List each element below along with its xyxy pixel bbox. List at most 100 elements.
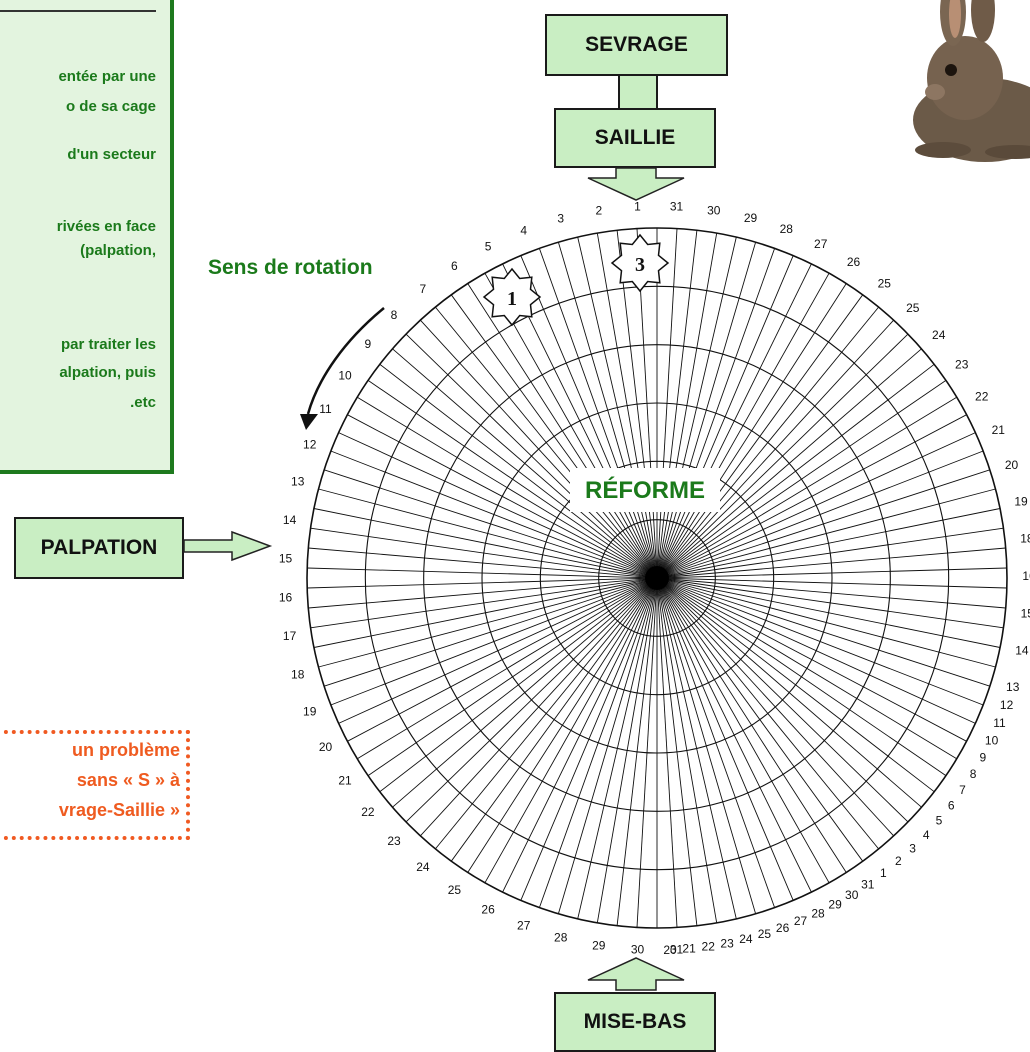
dial-spoke xyxy=(308,577,658,609)
dial-spoke xyxy=(656,319,895,579)
dial-number: 1 xyxy=(880,866,887,880)
dial-spoke xyxy=(656,577,718,923)
dial-spoke xyxy=(656,577,698,926)
dial-spoke xyxy=(310,527,658,579)
dial-spoke xyxy=(656,577,895,837)
instruction-line: entée par une xyxy=(58,68,156,85)
dial-number: 26 xyxy=(481,903,495,917)
dial-spoke xyxy=(502,577,658,893)
dial-spoke xyxy=(656,577,847,873)
rotation-arrow xyxy=(306,307,385,415)
dial-spoke xyxy=(656,294,864,579)
dial-number: 19 xyxy=(303,704,317,718)
warning-box: un problème sans « S » à vrage-Saillie » xyxy=(0,730,190,840)
dial-spoke xyxy=(656,577,967,742)
dial-number: 4 xyxy=(520,224,527,238)
dial-number: 17 xyxy=(283,629,297,643)
dial-number: 28 xyxy=(811,906,825,920)
dial-number: 24 xyxy=(932,328,946,342)
dial-spoke xyxy=(392,577,658,808)
dial-spoke xyxy=(405,577,658,823)
dial-number: 29 xyxy=(592,938,606,952)
dial-number: 11 xyxy=(993,716,1006,730)
dial-number: 9 xyxy=(365,337,372,351)
dial-number: 18 xyxy=(291,667,305,681)
dial-spoke xyxy=(656,577,909,823)
dial-spoke xyxy=(656,577,678,928)
instruction-line: (palpation, xyxy=(80,242,156,259)
dial-spoke xyxy=(656,577,935,793)
dial-number: 12 xyxy=(1000,698,1014,712)
dial-number: 1 xyxy=(634,200,641,214)
dial-number: 31 xyxy=(861,878,875,892)
dial-spoke xyxy=(307,577,658,589)
dial-number: 27 xyxy=(794,914,808,928)
dial-spoke xyxy=(656,577,794,901)
dial-spoke xyxy=(656,567,1007,579)
dial-number: 21 xyxy=(682,942,696,956)
dial-spoke xyxy=(577,236,658,579)
dial-number: 7 xyxy=(420,282,427,296)
dial-spoke xyxy=(419,577,658,837)
dial-number: 26 xyxy=(847,255,861,269)
dial-number: 23 xyxy=(955,358,969,372)
dial-spoke xyxy=(357,396,658,579)
dial-number: 30 xyxy=(707,203,721,217)
instruction-line: .etc xyxy=(130,394,156,411)
dial-spoke xyxy=(467,283,658,579)
dial-number: 18 xyxy=(1020,531,1030,545)
dial-spoke xyxy=(656,577,1001,648)
dial-spoke xyxy=(616,230,658,579)
dial-number: 24 xyxy=(739,932,753,946)
dial-spoke xyxy=(520,255,658,579)
dial-spoke xyxy=(656,248,776,579)
dial-spoke xyxy=(656,577,757,914)
dial-number: 29 xyxy=(828,898,842,912)
dial-spoke xyxy=(392,348,658,579)
dial-spoke xyxy=(484,577,658,884)
dial-spoke xyxy=(338,577,658,724)
dial-spoke xyxy=(656,242,757,579)
dial-spoke xyxy=(656,488,996,579)
dial-spoke xyxy=(656,577,957,760)
dial-number: 20 xyxy=(663,943,677,957)
dial-number: 22 xyxy=(975,389,989,403)
dial-number: 13 xyxy=(1006,680,1020,694)
dial-number: 21 xyxy=(992,423,1006,437)
dial-spoke xyxy=(656,348,922,579)
dial-spoke xyxy=(656,333,909,579)
dial-spoke xyxy=(307,567,658,579)
dial-spoke xyxy=(656,577,812,893)
dial-number: 28 xyxy=(780,222,794,236)
dial-number: 30 xyxy=(631,943,645,957)
dial-spoke xyxy=(310,577,658,629)
badge-star-3: 3 xyxy=(610,233,670,293)
dial-number: 14 xyxy=(283,513,297,527)
dial-spoke xyxy=(347,577,658,742)
dial-number: 25 xyxy=(448,883,462,897)
dial-spoke xyxy=(538,248,658,579)
dial-number: 22 xyxy=(361,805,375,819)
instruction-line: o de sa cage xyxy=(65,98,156,115)
instruction-line: d'un secteur xyxy=(67,146,156,163)
dial-spoke xyxy=(467,577,658,873)
badge-1-label: 1 xyxy=(507,288,517,310)
dial-spoke xyxy=(656,396,957,579)
dial-spoke xyxy=(656,228,678,579)
dial-number: 8 xyxy=(391,308,398,322)
dial-number: 15 xyxy=(1021,606,1030,620)
dial-numbers: 1234567891011121314151617181920212223242… xyxy=(279,200,1030,957)
dial-spoke xyxy=(656,577,864,862)
dial-spoke xyxy=(450,577,658,862)
dial-spoke xyxy=(656,236,737,579)
dial-number: 19 xyxy=(1014,494,1028,508)
dial-spoke xyxy=(656,547,1006,579)
dial-spoke xyxy=(656,255,794,579)
reforme-label-bg xyxy=(570,468,720,512)
dial-spoke xyxy=(379,577,658,793)
dial-number: 11 xyxy=(319,402,332,416)
dial-spoke xyxy=(347,414,658,579)
dial-spoke xyxy=(656,508,1001,579)
palpation-right-arrow xyxy=(183,530,273,562)
dial-number: 29 xyxy=(744,211,758,225)
